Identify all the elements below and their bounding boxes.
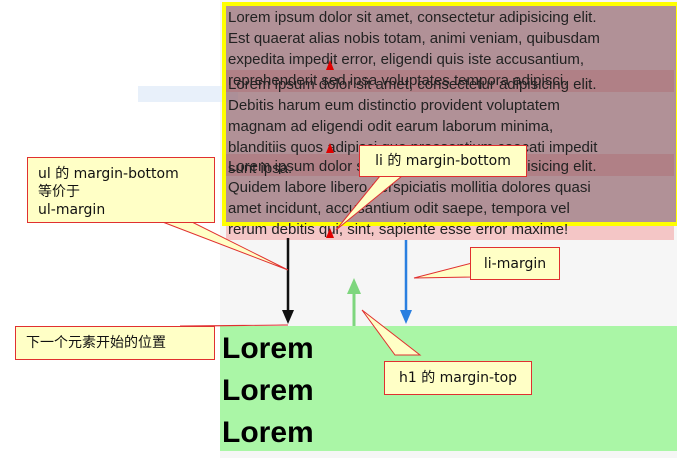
red-marker-1 bbox=[326, 60, 334, 70]
ul-box bbox=[222, 2, 677, 226]
red-marker-2 bbox=[326, 143, 334, 153]
text-line: Lorem ipsum dolor sit amet, consectetur … bbox=[228, 76, 597, 93]
li-band-3 bbox=[226, 222, 674, 240]
text-line: Est quaerat alias nobis totam, animi ven… bbox=[228, 30, 600, 47]
callout-text: h1 的 margin-top bbox=[398, 370, 518, 386]
h1-headings: Lorem Lorem Lorem bbox=[222, 328, 314, 454]
text-line: expedita impedit error, eligendi quis is… bbox=[228, 51, 585, 68]
text-line: Debitis harum eum distinctio provident v… bbox=[228, 97, 560, 114]
h1-heading: Lorem bbox=[222, 416, 314, 449]
ul-margin-band bbox=[138, 86, 238, 102]
text-line: magnam ad eligendi odit earum laborum mi… bbox=[228, 118, 554, 135]
callout-li-margin-bottom: li 的 margin-bottom bbox=[359, 145, 527, 177]
blue-arrow-head bbox=[400, 310, 412, 324]
callout-li-margin: li-margin bbox=[470, 247, 560, 280]
text-line: amet incidunt, accusantium odit saepe, t… bbox=[228, 200, 570, 217]
text-line: reprehenderit sed ipsa voluptates tempor… bbox=[228, 72, 568, 89]
callout-text: ul 的 margin-bottom bbox=[38, 166, 179, 182]
red-marker-3 bbox=[326, 228, 334, 238]
list-item-2: Lorem ipsum dolor sit amet, consectetur … bbox=[228, 74, 597, 179]
pointer-li-margin-bottom bbox=[335, 175, 404, 231]
text-line: sunt ipsa. bbox=[228, 160, 293, 177]
pointer-ul-margin bbox=[159, 220, 289, 271]
text-line: Quidem labore libero perspiciatis mollit… bbox=[228, 179, 591, 196]
black-arrow-head bbox=[282, 310, 294, 324]
green-arrow-head bbox=[347, 278, 361, 294]
callout-text: li-margin bbox=[483, 256, 547, 272]
pointer-li-margin bbox=[413, 262, 473, 279]
pointer-h1-margin-top bbox=[361, 309, 422, 356]
callout-h1-margin-top: h1 的 margin-top bbox=[384, 361, 532, 395]
callout-text: 等价于 bbox=[38, 184, 80, 200]
callout-ul-margin: ul 的 margin-bottom 等价于 ul-margin bbox=[27, 157, 215, 223]
callout-text: ul-margin bbox=[38, 202, 106, 218]
callout-text: 下一个元素开始的位置 bbox=[26, 335, 166, 351]
h1-heading: Lorem bbox=[222, 374, 314, 407]
text-line: Lorem ipsum dolor sit amet, consectetur … bbox=[228, 9, 597, 26]
list-item-1: Lorem ipsum dolor sit amet, consectetur … bbox=[228, 7, 600, 91]
text-line: rerum debitis qui, sint, sapiente esse e… bbox=[228, 221, 569, 238]
callout-next-element: 下一个元素开始的位置 bbox=[15, 326, 215, 360]
h1-heading: Lorem bbox=[222, 332, 314, 365]
callout-text: li 的 margin-bottom bbox=[375, 153, 511, 169]
